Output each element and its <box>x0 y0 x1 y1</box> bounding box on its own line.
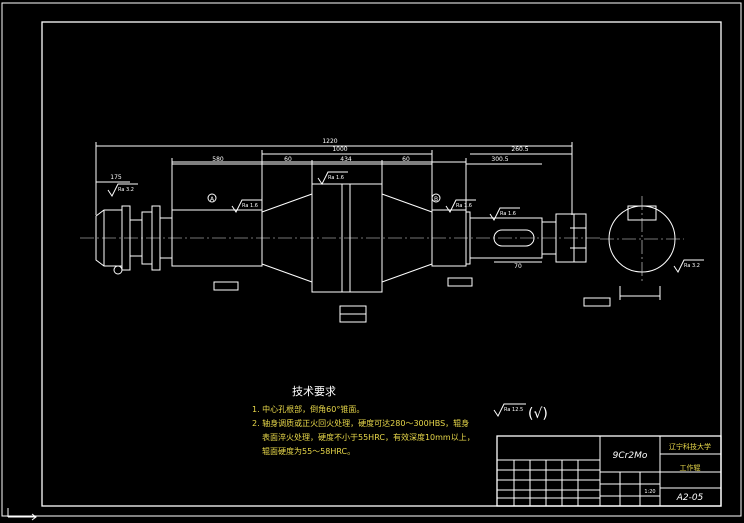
datum-b: B <box>434 196 438 203</box>
notes-line-1: 1. 中心孔根部，倒角60°锥面。 <box>252 404 364 414</box>
datum-a: A <box>210 196 215 203</box>
roughness-marks <box>107 171 704 417</box>
dim-left-step: 580 <box>212 156 224 163</box>
school-name: 辽宁科技大学 <box>669 442 711 451</box>
dimension-lines <box>95 142 573 263</box>
dim-overall: 1220 <box>322 138 337 145</box>
roughness-label-4: Ra 1.6 <box>456 203 472 209</box>
scale-text: 1:20 <box>644 489 655 495</box>
general-roughness-bracket: (√) <box>528 406 548 422</box>
material-text: 9Cr2Mo <box>613 451 648 461</box>
shaft-outline <box>95 183 587 293</box>
inner-frame <box>41 21 722 507</box>
dim-left-end: 175 <box>110 174 122 181</box>
roughness-label-6: Ra 3.2 <box>684 263 700 269</box>
roughness-label-2: Ra 1.6 <box>242 203 258 209</box>
dim-right-end: 260.5 <box>511 146 528 153</box>
roughness-label-1: Ra 3.2 <box>118 187 134 193</box>
dim-center-a: 60 <box>284 156 292 163</box>
notes-line-4: 辊面硬度为55～58HRC。 <box>262 446 355 456</box>
notes-title: 技术要求 <box>292 385 336 398</box>
part-name: 工作辊 <box>680 463 701 472</box>
dim-right-step: 300.5 <box>491 156 508 163</box>
dim-keyway: 70 <box>514 263 522 270</box>
ucs-axis-icon <box>7 508 37 521</box>
section-view <box>600 196 684 300</box>
title-block <box>496 435 722 507</box>
dim-center-b: 434 <box>340 156 352 163</box>
general-roughness-label: Ra 12.5 <box>504 407 523 413</box>
notes-line-2: 2. 轴身调质或正火回火处理，硬度可达280～300HBS，辊身 <box>252 418 469 428</box>
datum-markers <box>113 193 611 323</box>
roughness-label-5: Ra 1.6 <box>500 211 516 217</box>
roughness-label-3: Ra 1.6 <box>328 175 344 181</box>
dim-middle: 1000 <box>332 146 347 153</box>
drawing-number: A2-05 <box>676 493 704 503</box>
notes-line-3: 表面淬火处理，硬度不小于55HRC，有效深度10mm以上， <box>262 432 475 442</box>
dim-center-c: 60 <box>402 156 410 163</box>
